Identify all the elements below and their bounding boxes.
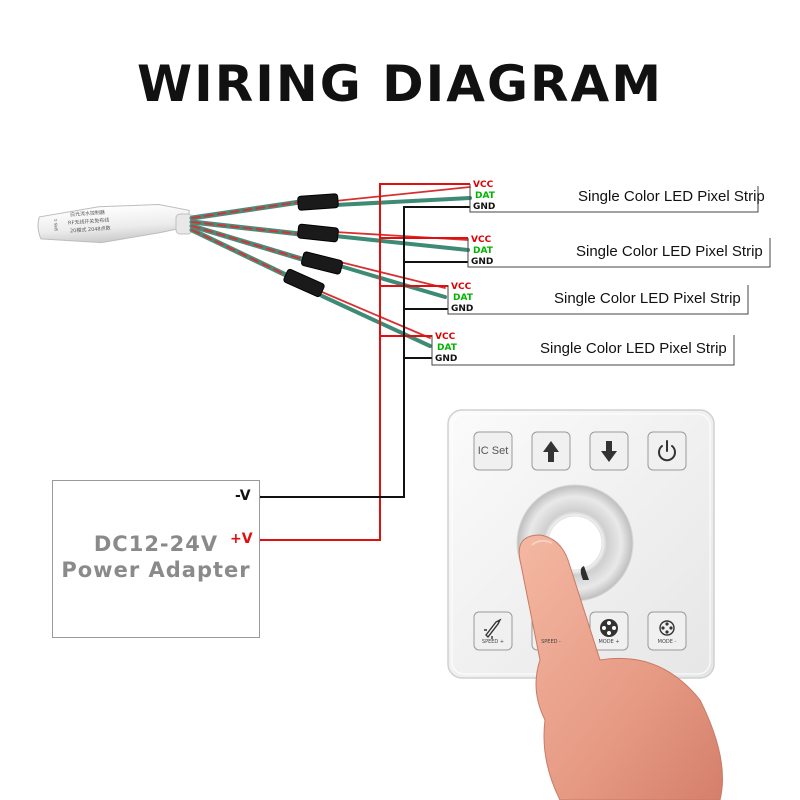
pin-vcc-label: VCC: [471, 235, 492, 245]
jst-connectors: [283, 193, 343, 298]
vcc-wiring: [258, 183, 470, 541]
pin-vcc-label: VCC: [435, 332, 456, 342]
pin-dat-label: DAT: [475, 191, 495, 201]
controller-side-label: SMS-1: [52, 218, 59, 232]
speed-minus-label: SPEED -: [541, 639, 561, 645]
strip-brackets: [431, 184, 771, 366]
touch-panel: [447, 409, 715, 679]
mode-plus-label: MODE +: [598, 639, 620, 645]
neg-terminal-label: -V: [235, 488, 251, 504]
ic-set-label: IC Set: [477, 445, 509, 457]
power-adapter-name: Power Adapter: [61, 558, 251, 582]
power-adapter-box: [52, 480, 260, 638]
power-icon: [658, 440, 676, 462]
strip-label-1: Single Color LED Pixel Strip: [578, 188, 765, 205]
strip-label-4: Single Color LED Pixel Strip: [540, 340, 727, 357]
pin-vcc-label: VCC: [451, 282, 472, 292]
pin-gnd-label: GND: [451, 304, 474, 314]
ic-set-button: [473, 431, 513, 471]
speed-plus-label: SPEED +: [481, 639, 505, 645]
power-adapter-voltage: DC12-24V: [93, 532, 219, 556]
page-title: WIRING DIAGRAM: [137, 55, 663, 113]
film-reel-icon: [600, 619, 618, 637]
mode-minus-label: MODE -: [657, 639, 677, 645]
pin-gnd-label: GND: [471, 257, 494, 267]
film-reel-icon: [659, 620, 675, 636]
strip-label-2: Single Color LED Pixel Strip: [576, 243, 763, 260]
pin-vcc-label: VCC: [473, 180, 494, 190]
rf-controller: [37, 204, 193, 244]
hand-illustration: [518, 534, 723, 800]
pin-dat-label: DAT: [473, 246, 493, 256]
strip-label-3: Single Color LED Pixel Strip: [554, 290, 741, 307]
pin-dat-label: DAT: [437, 343, 457, 353]
pos-terminal-label: +V: [230, 531, 253, 547]
arrow-up-icon: [543, 441, 559, 462]
pin-gnd-label: GND: [435, 354, 458, 364]
gnd-wiring: [258, 206, 470, 498]
pin-gnd-label: GND: [473, 202, 496, 212]
cable-bundle: [189, 186, 472, 348]
arrow-down-icon: [601, 441, 617, 462]
rocket-icon: [484, 618, 502, 639]
pin-dat-label: DAT: [453, 293, 473, 303]
